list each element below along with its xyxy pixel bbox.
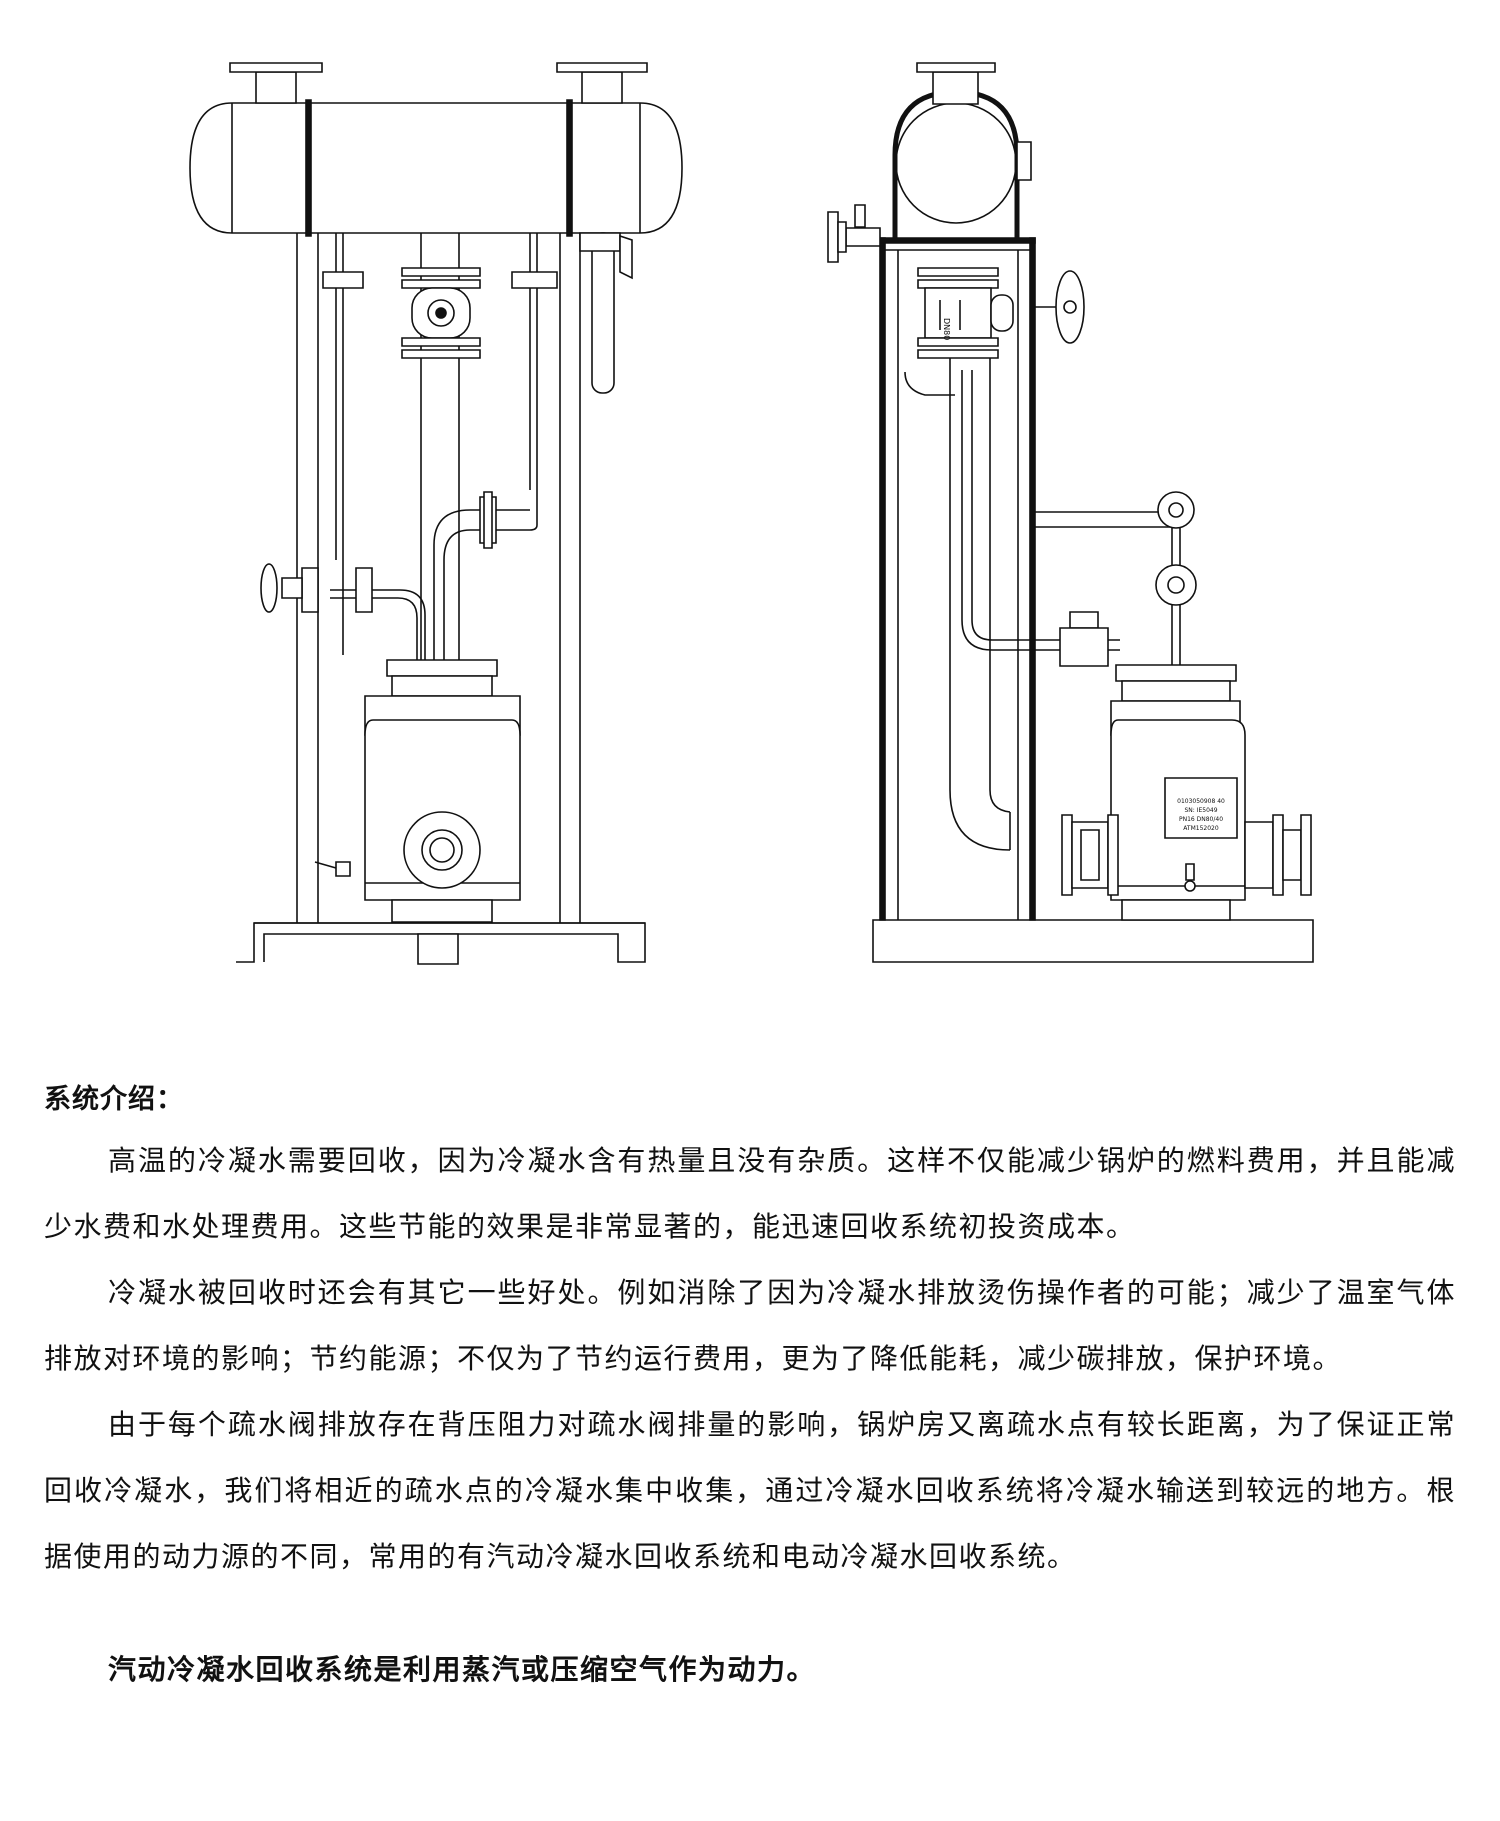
side-view-drawing [828, 63, 1313, 962]
side-check-valve [905, 268, 1013, 395]
gauge-label: DN80 [942, 318, 951, 340]
front-gauge-line [261, 233, 557, 665]
nameplate-line: 0103050908 40 [1177, 798, 1225, 805]
nameplate-line: PN16 DN80/40 [1179, 816, 1223, 823]
emphasis-statement: 汽动冷凝水回收系统是利用蒸汽或压缩空气作为动力。 [108, 1653, 817, 1686]
paragraph-1: 高温的冷凝水需要回收，因为冷凝水含有热量且没有杂质。这样不仅能减少锅炉的燃料费用… [44, 1144, 1456, 1243]
side-receiver-tank [828, 63, 1031, 262]
nameplate [1165, 778, 1237, 838]
section-heading: 系统介绍： [44, 1084, 184, 1115]
side-pump-body [1062, 665, 1311, 920]
paragraph-3: 由于每个疏水阀排放存在背压阻力对疏水阀排量的影响，锅炉房又离疏水点有较长距离，为… [44, 1408, 1456, 1573]
front-receiver-tank [190, 63, 682, 393]
nameplate-line: SN: IE5049 [1184, 807, 1217, 814]
paragraph-2: 冷凝水被回收时还会有其它一些好处。例如消除了因为冷凝水排放烫伤操作者的可能；减少… [44, 1276, 1456, 1375]
front-view-drawing [190, 63, 682, 964]
front-pump-body [315, 660, 520, 922]
text-area: 系统介绍： 高温的冷凝水需要回收，因为冷凝水含有热量且没有杂质。这样不仅能减少锅… [44, 1080, 1456, 1692]
side-frame [880, 238, 1170, 920]
nameplate-line: ATM152020 [1183, 825, 1219, 832]
side-pipes [950, 271, 1196, 850]
front-vertical-pipe [402, 233, 480, 665]
front-base [236, 923, 645, 964]
side-base [873, 920, 1313, 962]
